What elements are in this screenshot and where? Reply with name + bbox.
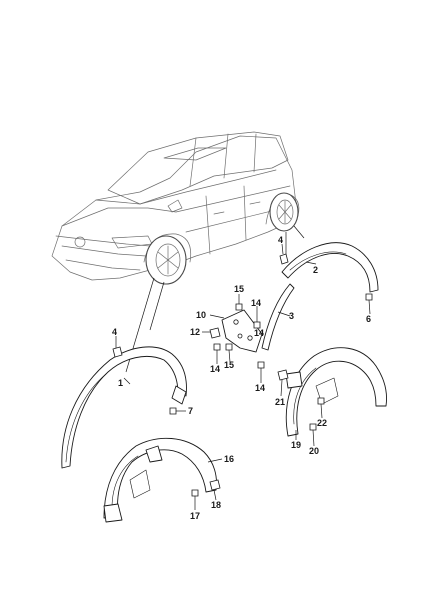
- clip-21: [277, 369, 289, 381]
- callout-22: 22: [317, 418, 327, 428]
- mounting-bracket: [221, 309, 263, 353]
- nut-12: [209, 327, 221, 339]
- callout-4-front: 4: [112, 327, 117, 337]
- clip-4-rear: [279, 253, 289, 265]
- callout-2: 2: [313, 265, 318, 275]
- screw-17: [191, 489, 199, 497]
- clip-4-front: [112, 346, 123, 358]
- callout-3: 3: [289, 311, 294, 321]
- screw-14-b: [253, 321, 261, 329]
- callout-6: 6: [366, 314, 371, 324]
- callout-16: 16: [224, 454, 234, 464]
- callout-4-rear: 4: [278, 235, 283, 245]
- screw-14-a: [213, 343, 221, 351]
- callout-14-upper-right: 14: [251, 298, 261, 308]
- screw-15-top: [235, 303, 243, 311]
- screw-7: [169, 407, 177, 415]
- front-wheelhouse-liner: [103, 437, 217, 523]
- callout-10: 10: [196, 310, 206, 320]
- callout-14-lower-left: 14: [210, 364, 220, 374]
- screw-15-bottom: [225, 343, 233, 351]
- clip-18: [209, 479, 221, 491]
- front-wheel-arch-trim: [61, 346, 187, 469]
- fasteners: [112, 253, 373, 497]
- screw-14-c: [257, 361, 265, 369]
- rear-wheel-arch-trim: [281, 242, 379, 293]
- callout-14-bottom: 14: [255, 383, 265, 393]
- callout-21: 21: [275, 397, 285, 407]
- callout-14-right: 14: [254, 328, 264, 338]
- leader-lines: [115, 243, 371, 510]
- callout-labels: 1 2 3 4 4 6 7 10 12 14 14 14 14 15 15 16…: [112, 235, 371, 521]
- callout-1: 1: [118, 378, 123, 388]
- rear-wheelhouse-liner: [285, 347, 387, 437]
- callout-20: 20: [309, 446, 319, 456]
- callout-15-top: 15: [234, 284, 244, 294]
- screw-6: [365, 293, 373, 301]
- callout-7: 7: [188, 406, 193, 416]
- rear-arch-strip: [261, 283, 295, 351]
- callout-15-bottom: 15: [224, 360, 234, 370]
- callout-19: 19: [291, 440, 301, 450]
- vehicle-illustration: [51, 131, 305, 373]
- callout-17: 17: [190, 511, 200, 521]
- callout-18: 18: [211, 500, 221, 510]
- callout-12: 12: [190, 327, 200, 337]
- screw-22: [317, 397, 325, 405]
- screw-20: [309, 423, 317, 431]
